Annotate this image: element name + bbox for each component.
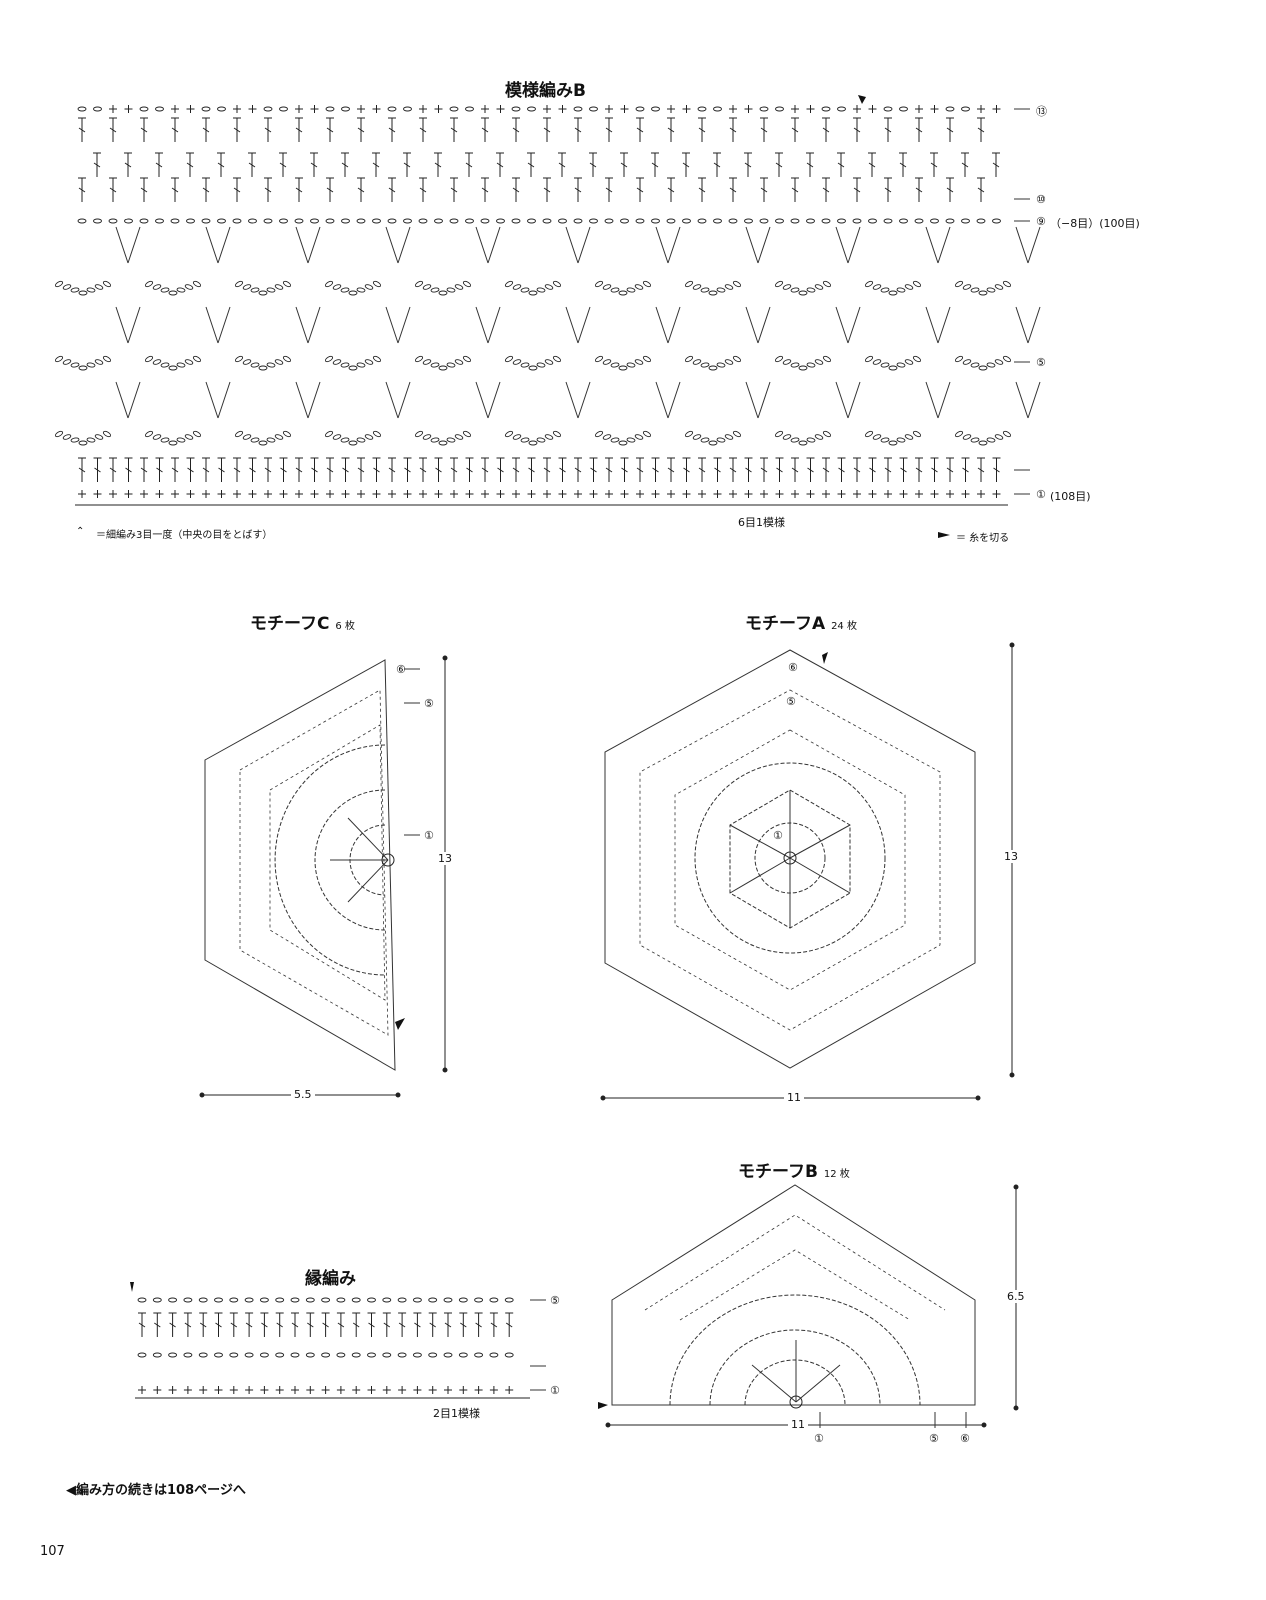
- motif-c-marker-1: ①: [424, 829, 434, 842]
- row-marker-1: ①: [1036, 488, 1046, 501]
- motif-c-marker-6: ⑥: [396, 663, 406, 676]
- legend-sc3tog: ＝細編み3目一度（中央の目をとばす）: [96, 530, 273, 541]
- cut-yarn-marker-edging: [130, 1282, 134, 1292]
- row-marker-5: ⑤: [1036, 356, 1046, 369]
- motif-a-width: 11: [784, 1091, 804, 1104]
- motif-a-marker-1: ①: [773, 829, 783, 842]
- motif-b-marker-6: ⑥: [960, 1432, 970, 1445]
- edging-marker-1: ①: [550, 1384, 560, 1397]
- motif-a-title: モチーフA 24 枚: [745, 614, 857, 634]
- page-number: 107: [40, 1544, 65, 1559]
- repeat-label: 6目1模様: [738, 516, 785, 529]
- row-marker-10: ⑩: [1036, 193, 1046, 206]
- row-1-note: (108目): [1050, 490, 1091, 503]
- continue-note: ◀編み方の続きは108ページへ: [66, 1483, 246, 1498]
- edging-title: 縁編み: [305, 1269, 356, 1289]
- edging-marker-5: ⑤: [550, 1294, 560, 1307]
- cut-yarn-marker: [858, 95, 866, 104]
- motif-c-width: 5.5: [291, 1088, 315, 1101]
- pattern-b-chart: [54, 104, 1041, 499]
- motif-b-diagram: [598, 1184, 976, 1409]
- row-9-note: （−8目）(100目): [1050, 217, 1140, 230]
- row-marker-13: ⑬: [1036, 105, 1047, 118]
- edging-chart: [137, 1297, 514, 1395]
- motif-c-diagram: [204, 659, 405, 1071]
- motif-c-marker-5: ⑤: [424, 697, 434, 710]
- motif-a-marker-6: ⑥: [788, 661, 798, 674]
- legend-cut-icon: [938, 532, 950, 538]
- pattern-b-title: 模様編みB: [505, 81, 586, 101]
- motif-b-marker-1: ①: [814, 1432, 824, 1445]
- motif-a-diagram: [604, 649, 976, 1069]
- motif-b-width: 11: [788, 1418, 808, 1431]
- motif-c-height: 13: [438, 852, 452, 865]
- legend-cut: ＝ 糸を切る: [956, 533, 1010, 544]
- motif-a-marker-5: ⑤: [786, 695, 796, 708]
- motif-b-marker-5: ⑤: [929, 1432, 939, 1445]
- sc3tog-icon: ⌃: [76, 526, 85, 537]
- dimension-lines: [75, 504, 1019, 1428]
- motif-a-height: 13: [1004, 850, 1018, 863]
- edging-repeat-label: 2目1模様: [433, 1407, 480, 1420]
- row-arrows: [404, 108, 1030, 1428]
- row-marker-9: ⑨: [1036, 215, 1046, 228]
- motif-b-height: 6.5: [1007, 1290, 1025, 1303]
- motif-c-title: モチーフC 6 枚: [250, 614, 355, 634]
- motif-b-title: モチーフB 12 枚: [738, 1162, 850, 1182]
